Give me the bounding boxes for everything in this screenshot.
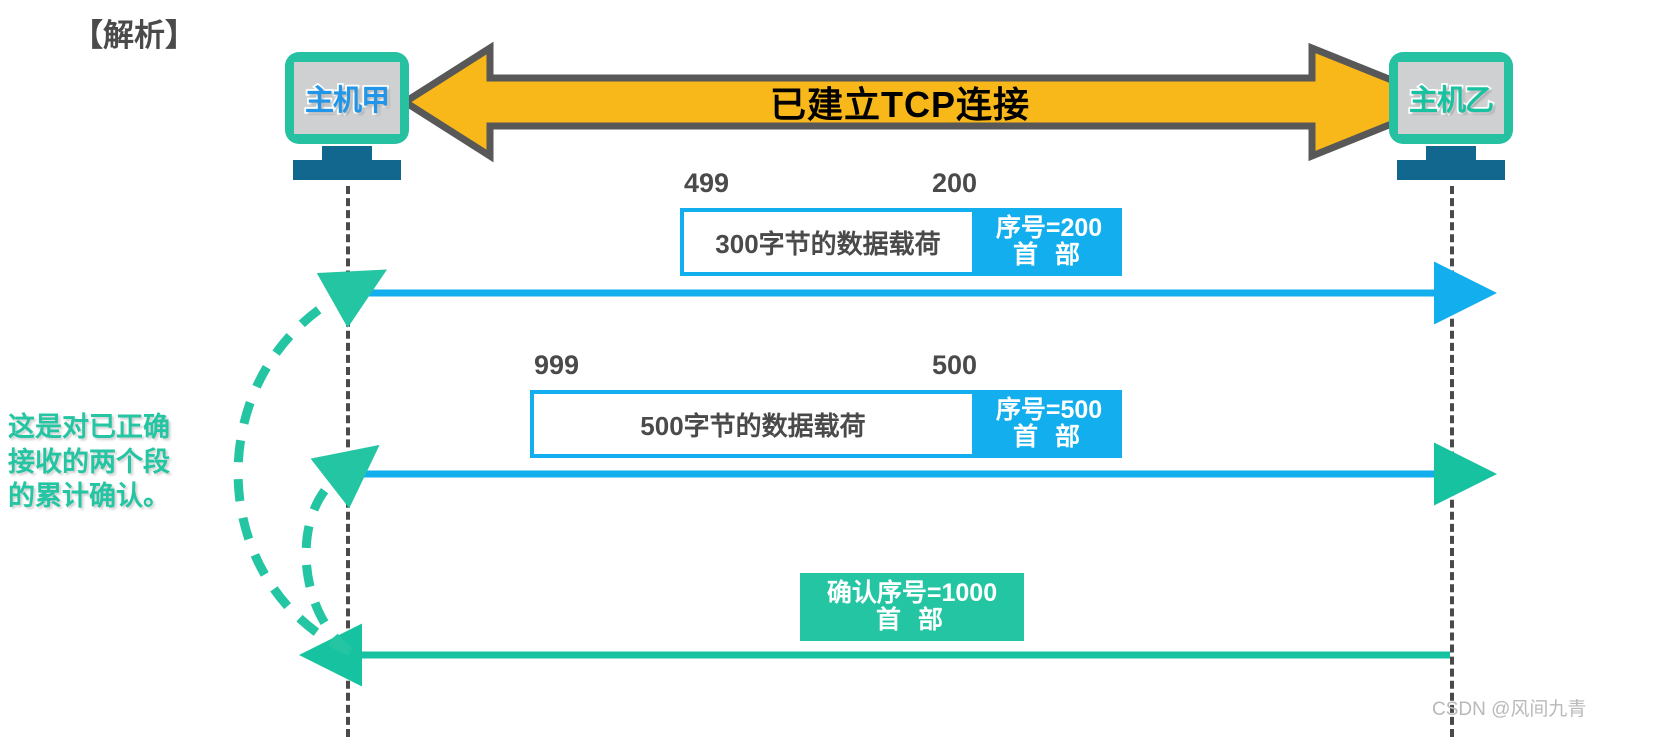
host-right-stand	[1389, 146, 1513, 180]
host-right[interactable]: 主机乙	[1389, 52, 1513, 180]
ack-segment[interactable]: 确认序号=1000 首 部	[800, 573, 1024, 641]
tcp-connection-arrow	[398, 41, 1456, 163]
segment-1-left-number: 499	[684, 168, 730, 198]
segment-2-right-number: 500	[932, 350, 978, 380]
host-right-display: 主机乙	[1398, 62, 1504, 134]
lifeline-right	[1450, 186, 1454, 737]
host-left[interactable]: 主机甲	[285, 52, 409, 180]
segment-1[interactable]: 300字节的数据载荷 序号=200 首 部	[680, 208, 1122, 276]
segment-1-seq: 序号=200	[995, 213, 1103, 242]
ack-header-label: 首 部	[876, 605, 948, 634]
host-left-screen: 主机甲	[285, 52, 409, 144]
host-left-label: 主机甲	[303, 83, 392, 119]
host-left-base	[293, 160, 401, 180]
segment-1-right-number: 200	[932, 168, 978, 198]
host-left-display: 主机甲	[294, 62, 400, 134]
segment-2-payload: 500字节的数据载荷	[530, 390, 976, 458]
page-title: 【解析】	[72, 18, 196, 53]
segment-2-header: 序号=500 首 部	[976, 390, 1122, 458]
segment-1-header: 序号=200 首 部	[976, 208, 1122, 276]
host-left-neck	[322, 146, 372, 164]
host-right-label: 主机乙	[1407, 83, 1496, 119]
host-right-neck	[1426, 146, 1476, 164]
watermark: CSDN @风间九青	[1432, 699, 1587, 720]
host-right-screen: 主机乙	[1389, 52, 1513, 144]
cumulative-ack-curve-1	[233, 269, 387, 657]
cumulative-ack-note: 这是对已正确 接收的两个段 的累计确认。	[6, 410, 172, 513]
tcp-connection-arrow-label: 已建立TCP连接	[769, 84, 1030, 125]
segment-2-seq: 序号=500	[995, 395, 1103, 424]
cumulative-ack-curve-2	[301, 444, 380, 656]
segment-2[interactable]: 500字节的数据载荷 序号=500 首 部	[530, 390, 1122, 458]
segment-1-payload: 300字节的数据载荷	[680, 208, 976, 276]
lifeline-left	[346, 186, 350, 737]
ack-number: 确认序号=1000	[826, 578, 998, 607]
host-right-base	[1397, 160, 1505, 180]
segment-1-header-label: 首 部	[1013, 240, 1085, 269]
segment-2-header-label: 首 部	[1013, 422, 1085, 451]
host-left-stand	[285, 146, 409, 180]
segment-2-left-number: 999	[534, 350, 580, 380]
